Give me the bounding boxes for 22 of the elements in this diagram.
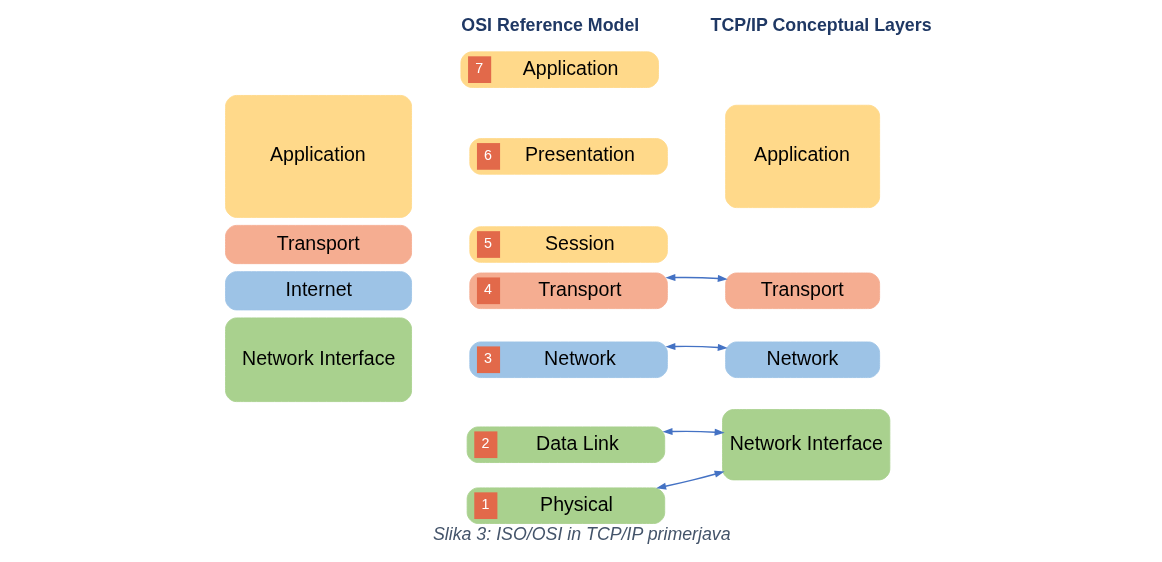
node-box: Application xyxy=(724,104,880,209)
node-box: Transport xyxy=(224,224,412,265)
node-box: 2 Data Link xyxy=(466,426,665,463)
node-box: 4 Transport xyxy=(468,272,668,310)
node-box: 1 Physical xyxy=(466,487,665,524)
node-box: Transport xyxy=(724,272,880,310)
label: OSI Reference Model xyxy=(460,15,639,36)
label: TCP/IP Conceptual Layers xyxy=(710,15,932,36)
node-box: Internet xyxy=(224,271,412,311)
caption: Slika 3: ISO/OSI in TCP/IP primerjava xyxy=(432,524,731,545)
node-box: Network Interface xyxy=(224,317,412,402)
node-box: Network Interface xyxy=(721,409,890,481)
node-box: 3 Network xyxy=(468,341,668,378)
node-box: 5 Session xyxy=(468,226,668,263)
node-box: Application xyxy=(224,95,412,218)
arrow xyxy=(662,428,725,436)
arrow xyxy=(655,470,725,490)
node-box: 7 Application xyxy=(460,51,659,88)
arrow xyxy=(664,274,728,282)
node-box: Network xyxy=(724,341,880,378)
arrow xyxy=(664,343,728,351)
node-box: 6 Presentation xyxy=(468,138,668,175)
